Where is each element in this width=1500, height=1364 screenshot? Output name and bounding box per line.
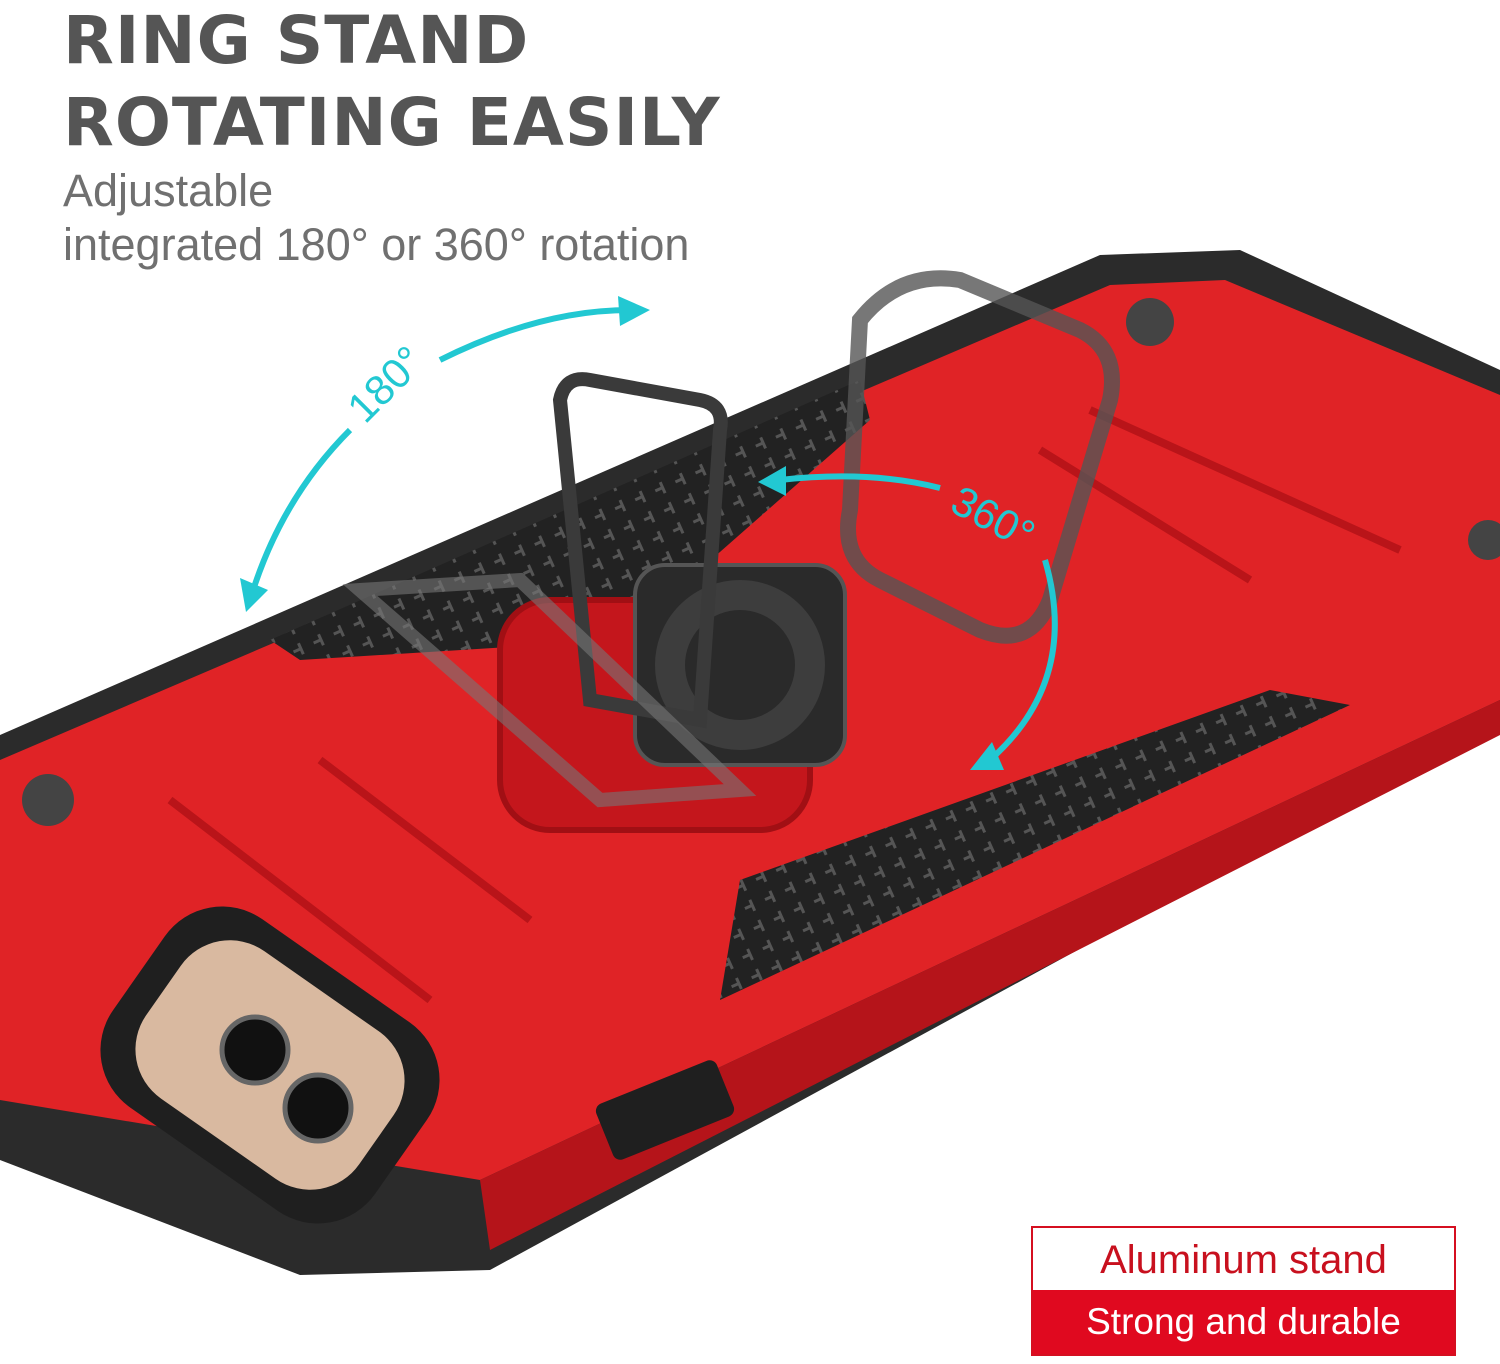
screw bbox=[1126, 298, 1174, 346]
arrowhead-icon bbox=[618, 296, 650, 326]
rotation-180-arrow bbox=[247, 307, 631, 601]
headline-line-1: RING STAND bbox=[63, 2, 530, 79]
arrowhead-icon bbox=[970, 742, 1004, 770]
label-180-degrees: 180° bbox=[338, 337, 433, 432]
subheading-line-1: Adjustable bbox=[63, 165, 274, 216]
case-side-edge bbox=[480, 700, 1500, 1250]
ring-stand bbox=[552, 372, 728, 729]
subheading-line-2: integrated 180° or 360° rotation bbox=[63, 219, 690, 270]
screw bbox=[22, 774, 74, 826]
headline-line-2: ROTATING EASILY bbox=[63, 84, 721, 161]
arrowhead-icon bbox=[758, 466, 786, 496]
side-button-cover bbox=[595, 1060, 735, 1160]
headline: RING STAND ROTATING EASILY bbox=[63, 0, 721, 164]
arrowhead-icon bbox=[240, 578, 268, 612]
screw bbox=[1468, 520, 1500, 560]
subheading: Adjustable integrated 180° or 360° rotat… bbox=[63, 164, 689, 272]
grip-strip-bottom bbox=[720, 690, 1350, 1000]
camera-lens bbox=[219, 1014, 291, 1086]
badge-title: Aluminum stand bbox=[1100, 1238, 1387, 1282]
raised-ridges bbox=[167, 406, 1402, 1004]
ring-mount-texture bbox=[655, 580, 825, 750]
ring-stand-motion-blur bbox=[342, 572, 757, 808]
ring-stand-motion-blur bbox=[840, 270, 1120, 644]
badge-subtitle: Strong and durable bbox=[1033, 1290, 1454, 1354]
rotation-360-arrow bbox=[779, 473, 1058, 763]
camera-lens bbox=[282, 1072, 354, 1144]
feature-badge: Aluminum stand Strong and durable bbox=[1031, 1226, 1456, 1356]
